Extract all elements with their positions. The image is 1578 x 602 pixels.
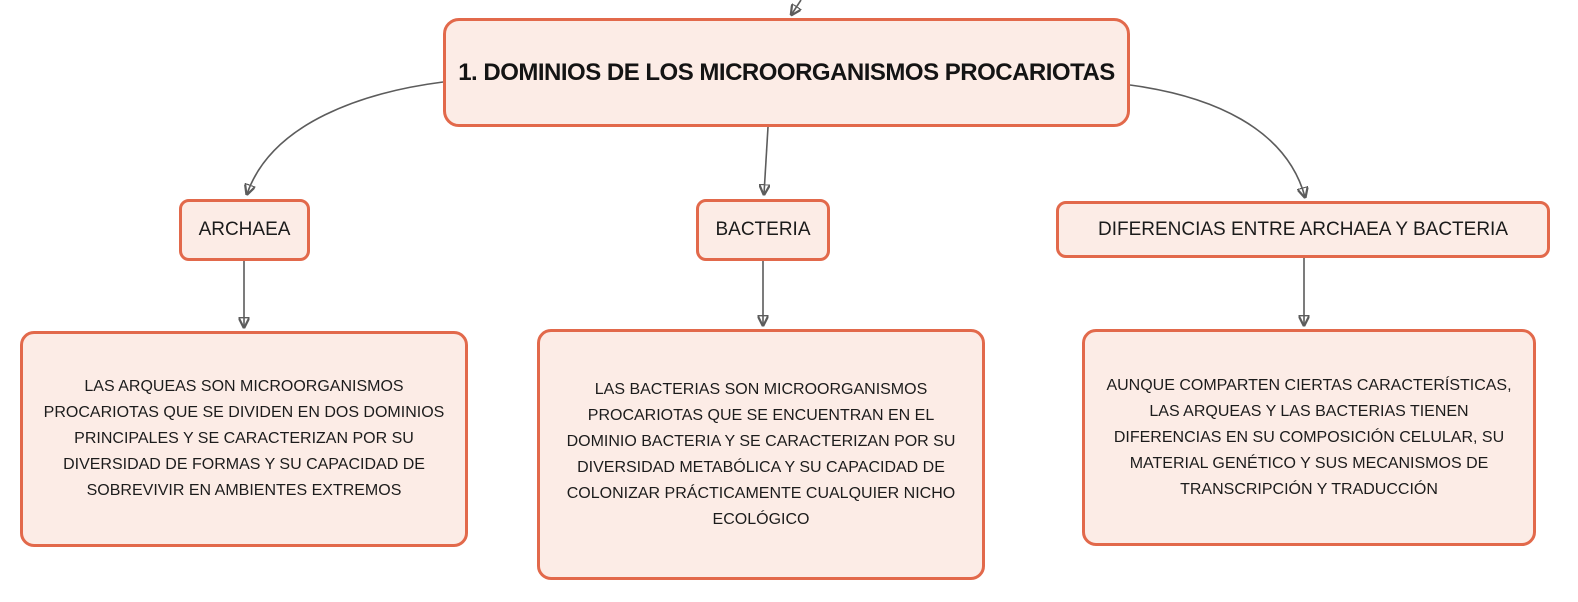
detail-node-archaea[interactable]: LAS ARQUEAS SON MICROORGANISMOS PROCARIO…: [20, 331, 468, 547]
root-node-label: 1. DOMINIOS DE LOS MICROORGANISMOS PROCA…: [458, 58, 1115, 86]
topic-node-label: BACTERIA: [715, 219, 811, 240]
topic-node-bacteria[interactable]: BACTERIA: [696, 199, 830, 261]
topic-node-label: ARCHAEA: [198, 219, 291, 240]
topic-node-diferencias[interactable]: DIFERENCIAS ENTRE ARCHAEA Y BACTERIA: [1056, 201, 1550, 258]
topic-node-label: DIFERENCIAS ENTRE ARCHAEA Y BACTERIA: [1097, 218, 1508, 240]
edge-root-to-archaea: [247, 81, 444, 194]
detail-node-text: LAS BACTERIAS SON MICROORGANISMOS PROCAR…: [566, 380, 956, 528]
edge-root-to-bacteria: [764, 126, 768, 194]
detail-node-diferencias[interactable]: AUNQUE COMPARTEN CIERTAS CARACTERÍSTICAS…: [1082, 329, 1536, 546]
root-node[interactable]: 1. DOMINIOS DE LOS MICROORGANISMOS PROCA…: [443, 18, 1130, 127]
detail-node-text: LAS ARQUEAS SON MICROORGANISMOS PROCARIO…: [43, 378, 445, 499]
edge-parent-to-root: [792, 0, 802, 15]
detail-node-bacteria[interactable]: LAS BACTERIAS SON MICROORGANISMOS PROCAR…: [537, 329, 985, 580]
edge-root-to-diferencias: [1129, 84, 1305, 197]
topic-node-archaea[interactable]: ARCHAEA: [179, 199, 310, 261]
detail-node-text: AUNQUE COMPARTEN CIERTAS CARACTERÍSTICAS…: [1106, 376, 1512, 498]
